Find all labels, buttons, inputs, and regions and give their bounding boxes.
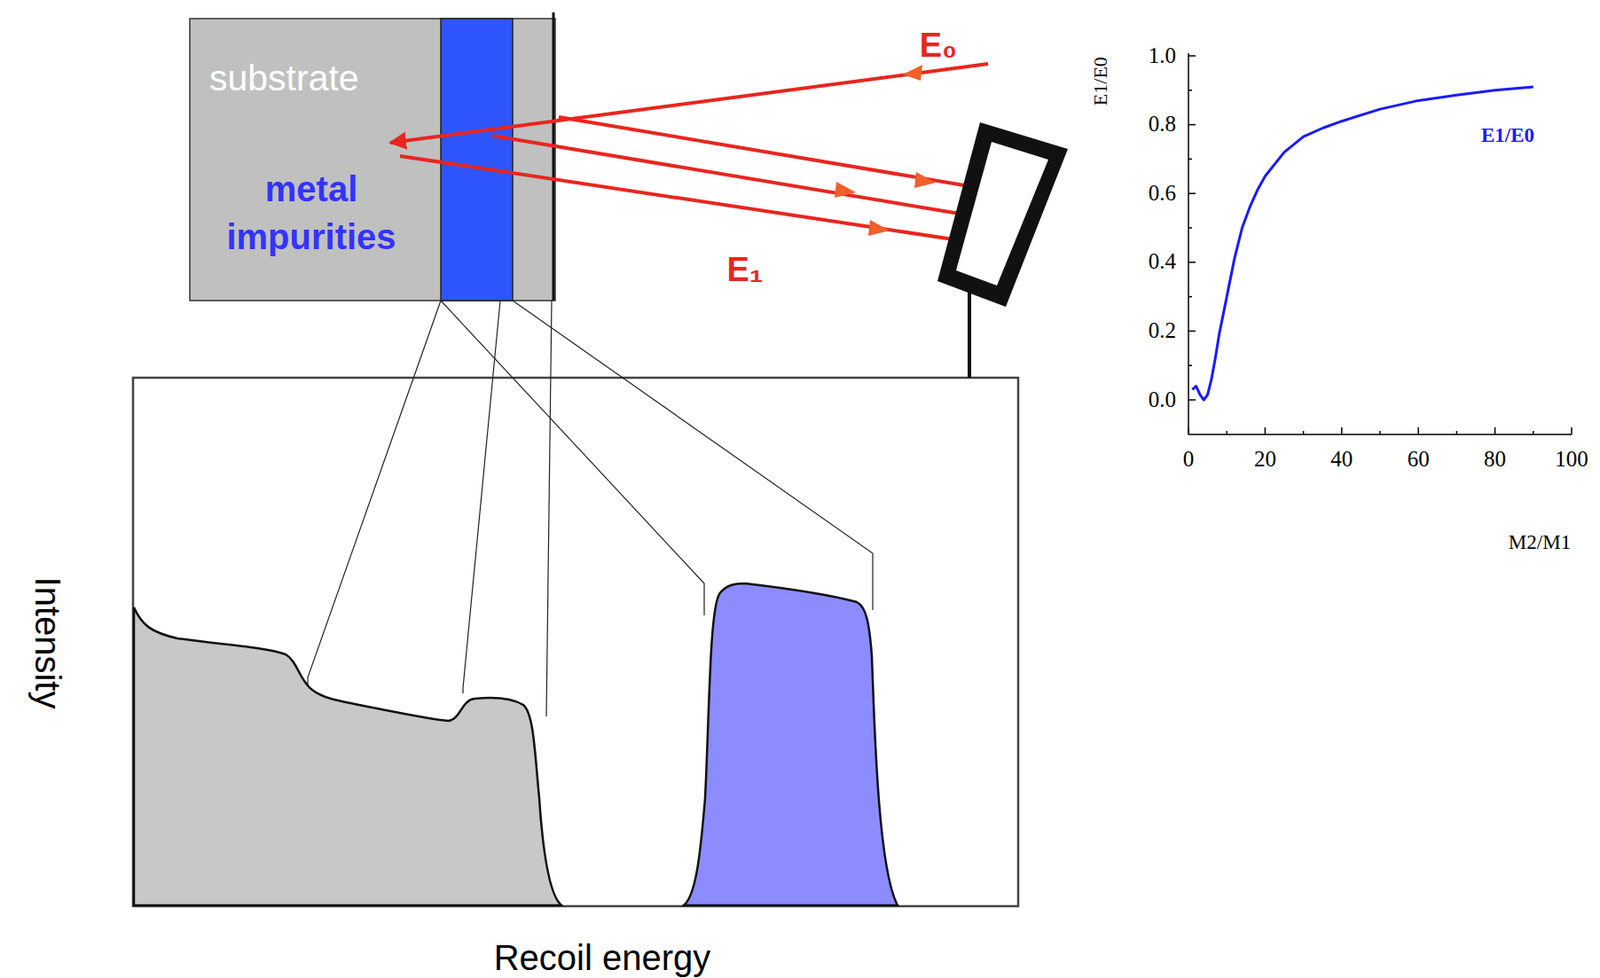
y-tick [1188, 227, 1193, 229]
x-tick [1494, 427, 1497, 435]
tick-label: 60 [1407, 447, 1430, 473]
tick-label: 40 [1330, 447, 1353, 473]
impurity-band [440, 18, 513, 301]
axis-title: Recoil energy [494, 937, 712, 978]
x-tick [1379, 431, 1381, 435]
y-tick [1188, 399, 1196, 401]
tick-label: 1.0 [1148, 43, 1177, 70]
y-tick [1188, 89, 1193, 92]
inset-chart [1188, 53, 1572, 435]
x-tick [1264, 427, 1267, 435]
x-tick [1570, 427, 1573, 435]
ion-beams [390, 63, 1028, 250]
y-tick [1188, 364, 1193, 367]
x-tick [1341, 427, 1343, 435]
y-tick [1188, 330, 1196, 333]
substrate-box: substrate metal impurities [189, 18, 556, 301]
tick-label: 0.0 [1148, 387, 1177, 414]
tick-label: 0.2 [1148, 318, 1177, 345]
axis-title: E1/E0 [1088, 56, 1111, 106]
curve-label: E1/E0 [1481, 124, 1535, 148]
substrate-signal [133, 607, 562, 906]
surface-line [552, 12, 556, 301]
tick-label: 0.6 [1148, 180, 1177, 207]
x-tick [1187, 427, 1190, 435]
energy-label: E₁ [726, 250, 763, 291]
y-tick [1188, 192, 1196, 195]
y-tick [1188, 54, 1196, 57]
y-tick [1188, 124, 1196, 126]
impurity-peak [683, 583, 898, 906]
axis-title: M2/M1 [1508, 531, 1571, 555]
detector [937, 122, 1068, 378]
impurity-label: metal impurities [200, 164, 423, 261]
x-tick [1302, 431, 1305, 435]
material-name: substrate [209, 54, 414, 103]
y-tick [1188, 158, 1193, 161]
tick-label: 0.4 [1148, 249, 1177, 275]
tick-label: 100 [1554, 447, 1589, 473]
x-tick [1417, 427, 1420, 435]
leader-lines [307, 300, 873, 717]
y-tick [1188, 261, 1196, 264]
x-tick [1456, 431, 1459, 435]
beam-midarrows [834, 64, 936, 236]
energy-label: E₀ [919, 26, 957, 66]
tick-label: 20 [1254, 447, 1277, 473]
tick-label: 0 [1183, 447, 1195, 473]
tick-label: 80 [1483, 447, 1506, 473]
tick-label: 0.8 [1148, 111, 1177, 138]
substrate-block [189, 18, 556, 301]
x-tick [1532, 431, 1535, 435]
y-tick [1188, 296, 1193, 299]
axis-title: Intensity [27, 577, 69, 710]
spectrum-frame [133, 377, 1019, 907]
x-tick [1225, 431, 1228, 435]
